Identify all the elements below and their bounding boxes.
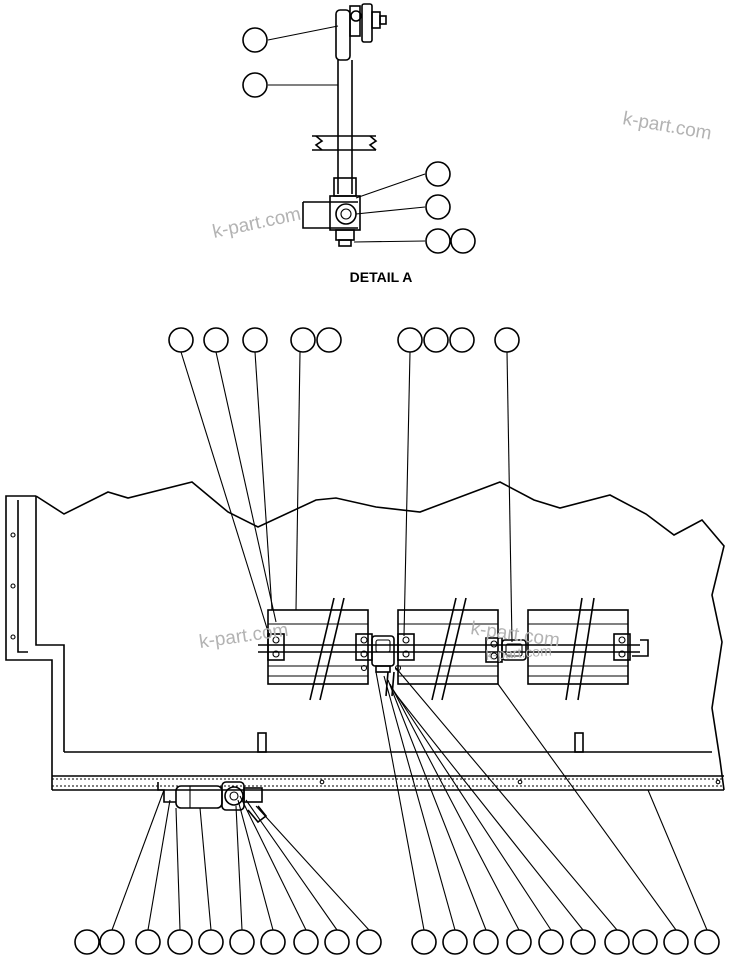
mounting-rail — [258, 639, 649, 657]
callout-bubble[interactable] — [506, 929, 532, 955]
callout-bubble[interactable] — [356, 929, 382, 955]
callout-bubble[interactable] — [473, 929, 499, 955]
detail-a-frame-section — [312, 118, 378, 194]
callout-bubble[interactable] — [425, 161, 451, 187]
callout-bubble[interactable] — [694, 929, 720, 955]
watermarks: k-part.com k-part.com k-part.com k-part.… — [198, 108, 713, 663]
step-panel-center — [397, 597, 499, 701]
callout-bubble[interactable] — [632, 929, 658, 955]
detail-a-upper-rod-end — [335, 3, 387, 61]
detail-a: DETAIL A — [267, 3, 426, 285]
callout-bubble[interactable] — [423, 327, 449, 353]
callout-bubble[interactable] — [425, 228, 451, 254]
callout-bubble[interactable] — [260, 929, 286, 955]
watermark-text: k-part.com — [198, 620, 290, 653]
main-assembly — [5, 351, 725, 931]
right-latch — [501, 639, 527, 661]
detail-a-title: DETAIL A — [350, 269, 413, 285]
floor-member — [52, 732, 724, 791]
bottom-callout-row — [74, 929, 720, 955]
top-callout-row — [168, 327, 520, 353]
callout-bubble[interactable] — [74, 929, 100, 955]
rail-brackets — [267, 633, 631, 663]
step-panel-left — [267, 597, 369, 701]
watermark-text: k-part.com — [621, 108, 713, 144]
detail-a-leaders — [267, 25, 426, 243]
callout-bubble[interactable] — [450, 228, 476, 254]
callout-bubble[interactable] — [316, 327, 342, 353]
callout-bubble[interactable] — [538, 929, 564, 955]
callout-bubble[interactable] — [242, 72, 268, 98]
callout-bubble[interactable] — [242, 27, 268, 53]
callout-bubble[interactable] — [324, 929, 350, 955]
body-break-outline — [35, 481, 725, 791]
bottom-leaders — [111, 667, 708, 931]
callout-bubble[interactable] — [449, 327, 475, 353]
callout-bubble[interactable] — [663, 929, 689, 955]
callout-bubble[interactable] — [411, 929, 437, 955]
callout-bubble[interactable] — [203, 327, 229, 353]
top-leaders — [180, 351, 513, 643]
callout-bubble[interactable] — [397, 327, 423, 353]
callout-bubble[interactable] — [494, 327, 520, 353]
left-side-panel — [5, 495, 65, 790]
watermark-text: k-part.com — [485, 642, 552, 663]
detail-a-callouts — [242, 27, 476, 254]
step-panel-right — [527, 597, 629, 701]
callout-bubble[interactable] — [242, 327, 268, 353]
callout-bubble[interactable] — [167, 929, 193, 955]
callout-bubble[interactable] — [290, 327, 316, 353]
callout-bubble[interactable] — [229, 929, 255, 955]
callout-bubble[interactable] — [198, 929, 224, 955]
watermark-text: k-part.com — [211, 204, 303, 243]
callout-bubble[interactable] — [99, 929, 125, 955]
callout-bubble[interactable] — [442, 929, 468, 955]
callout-bubble[interactable] — [293, 929, 319, 955]
callout-bubble[interactable] — [604, 929, 630, 955]
detail-a-rod — [337, 60, 353, 118]
callout-bubble[interactable] — [168, 327, 194, 353]
callout-bubble[interactable] — [425, 194, 451, 220]
callout-bubble[interactable] — [570, 929, 596, 955]
callout-bubble[interactable] — [135, 929, 161, 955]
